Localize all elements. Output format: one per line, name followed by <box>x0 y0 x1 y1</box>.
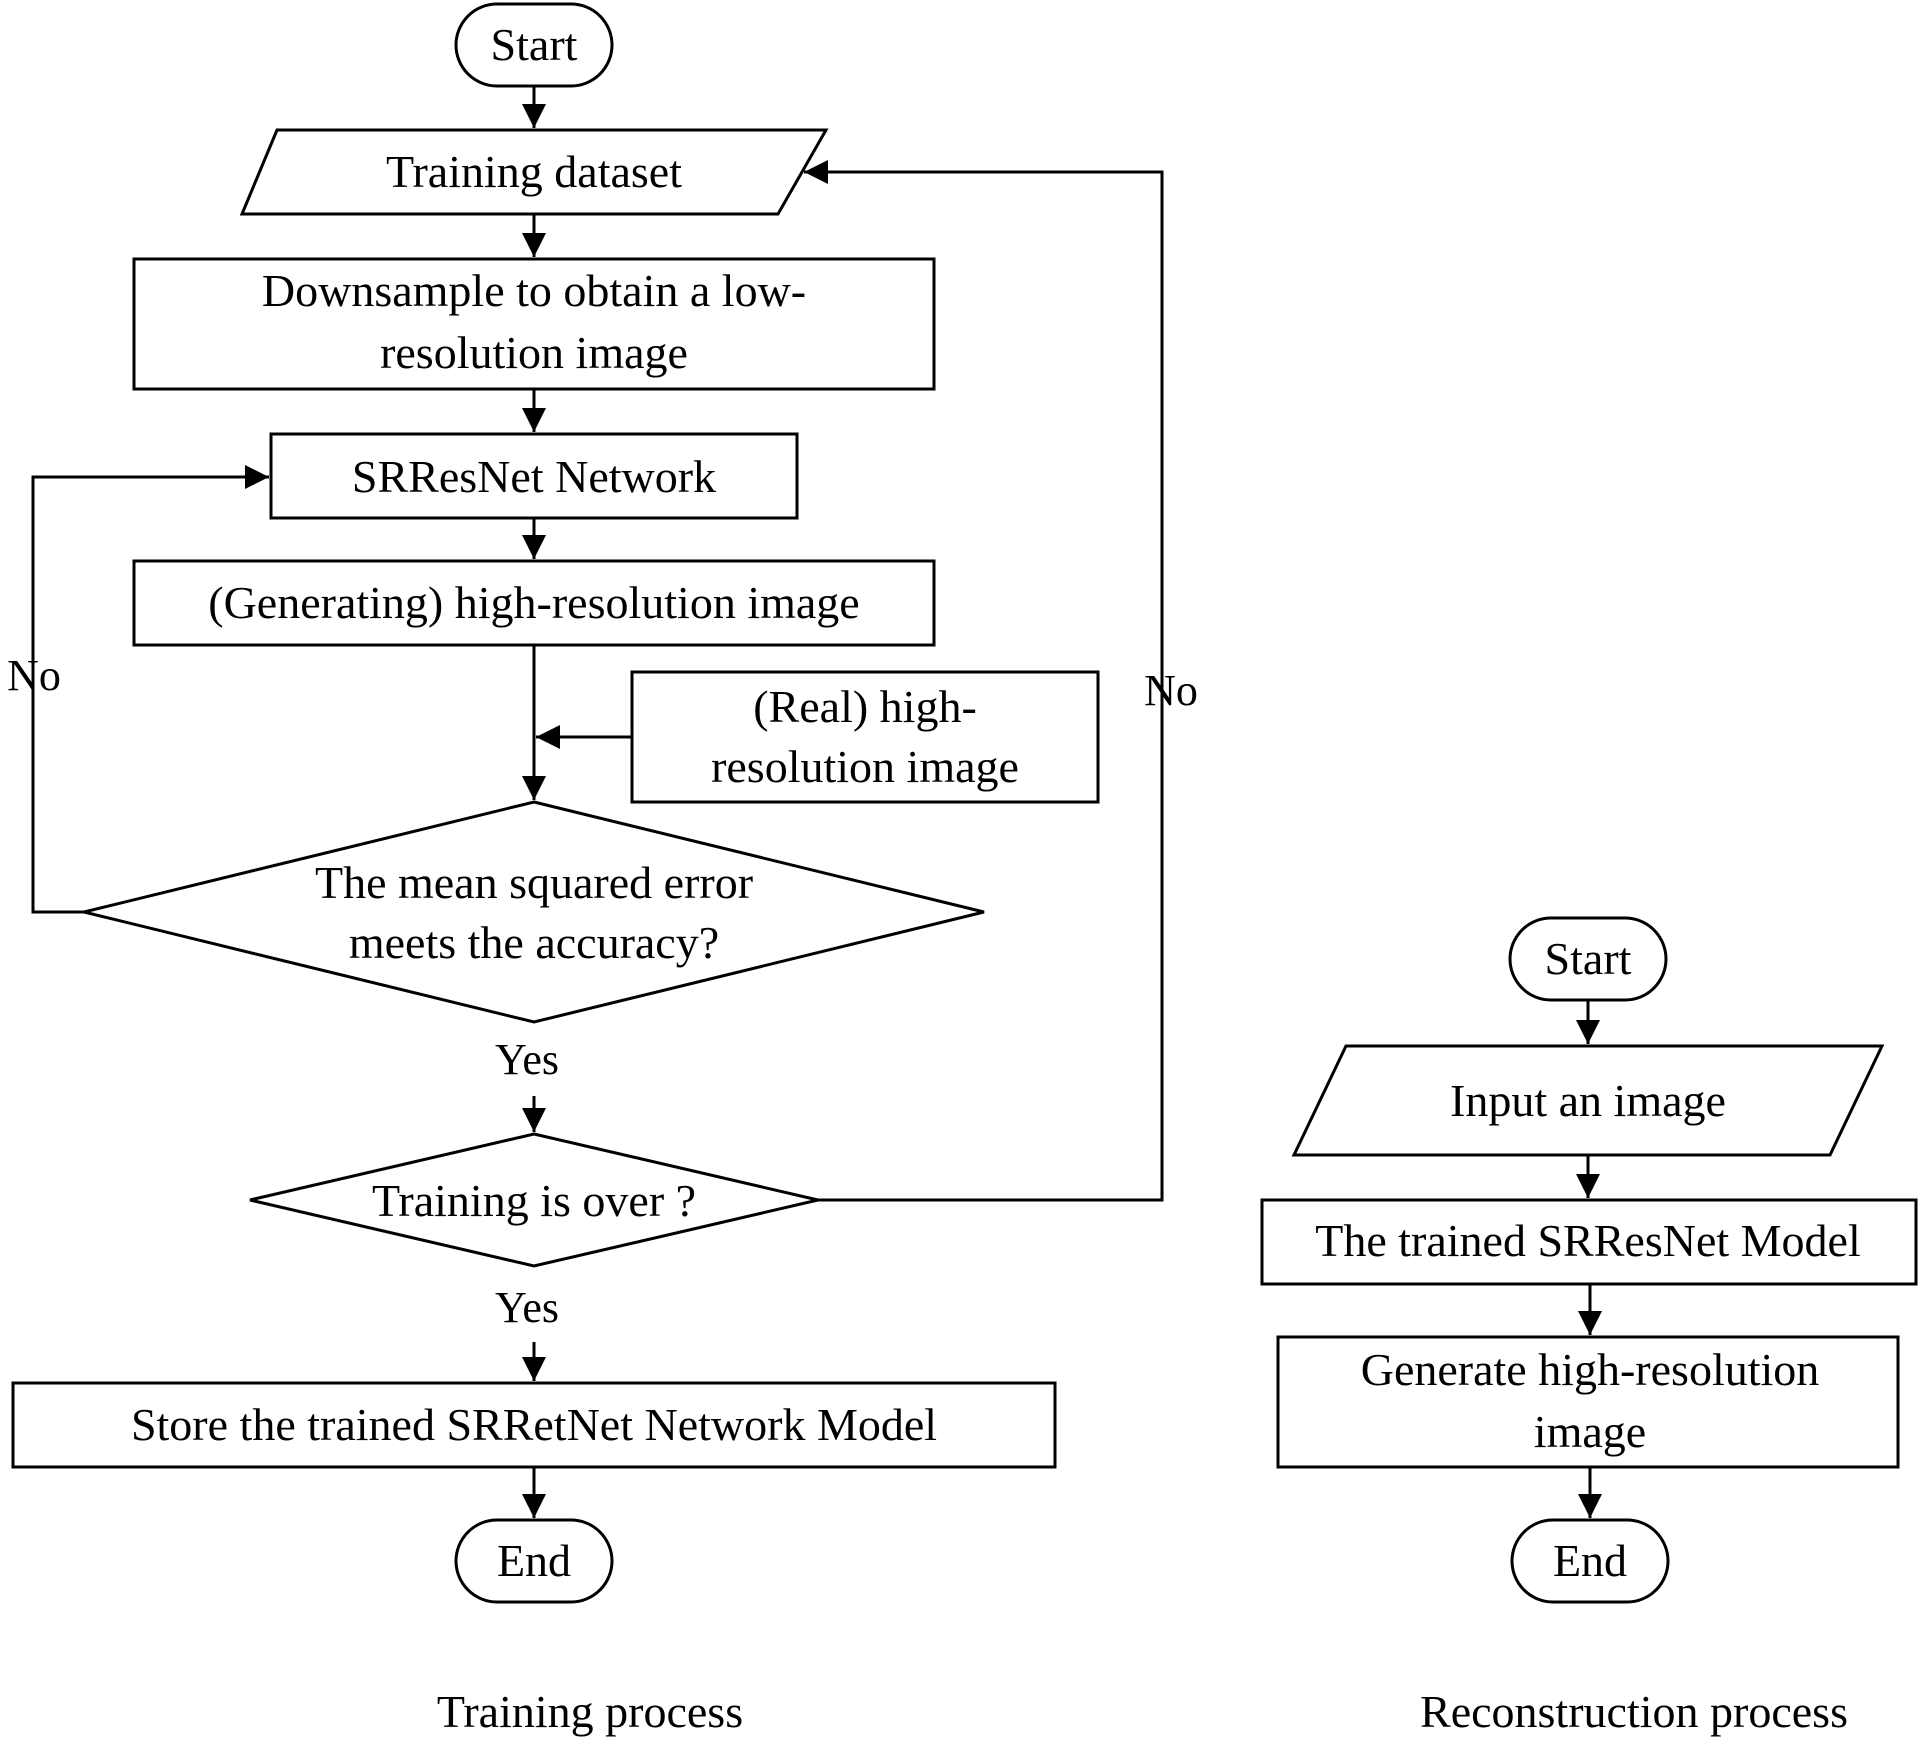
training-start-node: Start <box>454 2 614 88</box>
label-no-outer: No <box>1144 666 1198 715</box>
trained-model-label: The trained SRResNet Model <box>1315 1215 1861 1266</box>
srresnet-network-label: SRResNet Network <box>352 451 716 502</box>
training-dataset-label: Training dataset <box>386 146 682 197</box>
reconstruction-start-label: Start <box>1545 933 1632 984</box>
real-image-node: (Real) high- resolution image <box>630 670 1100 804</box>
training-start-label: Start <box>491 19 578 70</box>
training-caption: Training process <box>437 1686 743 1737</box>
training-end-label: End <box>497 1535 571 1586</box>
training-over-decision-node: Training is over ? <box>249 1132 819 1268</box>
training-end-node: End <box>454 1518 614 1604</box>
mse-decision-label-line2: meets the accuracy? <box>349 917 719 968</box>
input-image-label: Input an image <box>1450 1075 1726 1126</box>
arrow-mse-no-loop <box>31 465 269 914</box>
label-yes-mse: Yes <box>495 1035 559 1084</box>
srresnet-network-node: SRResNet Network <box>269 432 799 520</box>
training-dataset-node: Training dataset <box>239 128 829 216</box>
generate-image-label-line2: image <box>1534 1406 1646 1457</box>
label-yes-over: Yes <box>495 1283 559 1332</box>
training-over-decision-label: Training is over ? <box>372 1175 696 1226</box>
training-connectors <box>31 86 1164 1518</box>
reconstruction-start-node: Start <box>1508 916 1668 1002</box>
mse-decision-node: The mean squared error meets the accurac… <box>83 800 985 1024</box>
downsample-label-line2: resolution image <box>380 327 688 378</box>
label-no-inner: No <box>7 651 61 700</box>
reconstruction-end-label: End <box>1553 1535 1627 1586</box>
generated-image-node: (Generating) high-resolution image <box>132 559 936 647</box>
downsample-label-line1: Downsample to obtain a low- <box>262 265 806 316</box>
generate-image-node: Generate high-resolution image <box>1276 1335 1900 1469</box>
input-image-node: Input an image <box>1291 1044 1885 1157</box>
generated-image-label: (Generating) high-resolution image <box>208 577 859 628</box>
reconstruction-connectors <box>1576 1000 1602 1518</box>
store-model-node: Store the trained SRRetNet Network Model <box>11 1381 1057 1469</box>
downsample-node: Downsample to obtain a low- resolution i… <box>132 257 936 391</box>
reconstruction-end-node: End <box>1510 1518 1670 1604</box>
real-image-label-line2: resolution image <box>711 741 1019 792</box>
store-model-label: Store the trained SRRetNet Network Model <box>131 1399 937 1450</box>
real-image-label-line1: (Real) high- <box>753 681 977 732</box>
arrow-over-no-loop <box>804 160 1164 1202</box>
reconstruction-caption: Reconstruction process <box>1420 1686 1848 1737</box>
trained-model-node: The trained SRResNet Model <box>1260 1198 1918 1286</box>
mse-decision-label-line1: The mean squared error <box>315 857 753 908</box>
generate-image-label-line1: Generate high-resolution <box>1361 1344 1820 1395</box>
